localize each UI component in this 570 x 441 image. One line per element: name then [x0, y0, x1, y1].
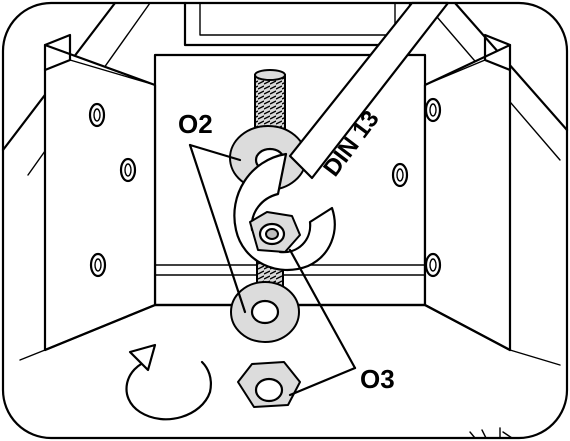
bottom-marks	[469, 427, 513, 439]
nut-loose	[237, 361, 301, 408]
left-bracket	[43, 33, 157, 352]
callout-o3: O3	[360, 364, 395, 394]
callout-o2: O2	[178, 109, 213, 139]
callout-lines	[188, 143, 357, 397]
washer-lower	[230, 281, 300, 343]
nut-installed	[249, 211, 301, 253]
rotate-clockwise-icon	[125, 343, 212, 421]
right-bracket	[391, 33, 512, 352]
